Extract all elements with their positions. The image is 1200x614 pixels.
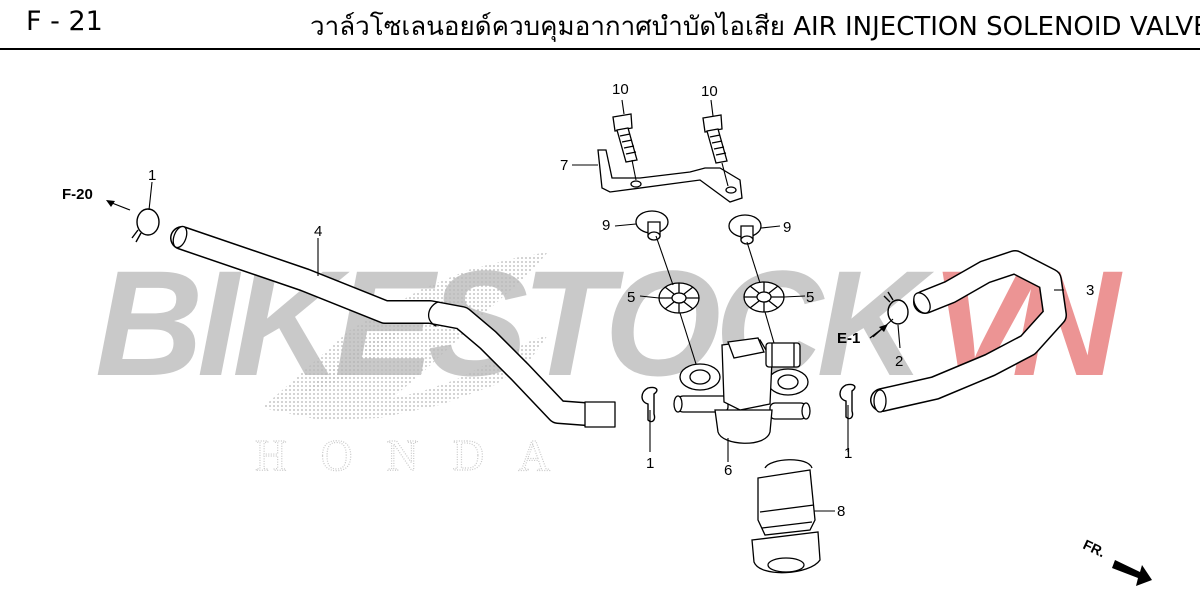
leader-lines (148, 99, 1064, 512)
page-header: F - 21 วาล์วโซเลนอยด์ควบคุมอากาศบำบัดไอเ… (0, 0, 1200, 50)
grommet-5-right (743, 281, 785, 313)
clip-1-middle (641, 386, 658, 423)
callout-5-right: 5 (806, 289, 814, 306)
callout-1-middle: 1 (646, 455, 654, 472)
callout-4: 4 (314, 223, 322, 240)
callout-9-left: 9 (602, 217, 610, 234)
front-label: FR. (1081, 536, 1108, 560)
arrow-e1-icon (869, 324, 888, 339)
valve-cap-8 (751, 459, 821, 574)
callout-1-top-left: 1 (148, 167, 156, 184)
arrow-f20-icon (106, 200, 131, 211)
ref-label-f20: F-20 (62, 186, 93, 203)
page-title: วาล์วโซเลนอยด์ควบคุมอากาศบำบัดไอเสีย AIR… (310, 12, 1200, 42)
front-direction-arrow-icon (1112, 560, 1152, 586)
honda-logo-text: HONDA (255, 431, 550, 480)
callout-10-left: 10 (612, 81, 629, 98)
honda-wing-logo (262, 252, 548, 420)
callout-6: 6 (724, 462, 732, 479)
bolt-10-right (702, 114, 728, 164)
hose-clip-1-left (131, 208, 160, 243)
ref-label-e1: E-1 (837, 330, 860, 347)
collar-9-right (728, 214, 762, 245)
solenoid-valve-6 (673, 337, 811, 444)
bolt-10-left (612, 113, 638, 163)
callout-7: 7 (560, 157, 568, 174)
callout-9-right: 9 (783, 219, 791, 236)
collar-9-left (635, 210, 669, 241)
hose-3 (870, 250, 1067, 413)
callout-1-right: 1 (844, 445, 852, 462)
grommet-5-left (658, 282, 700, 314)
callout-5-left: 5 (627, 289, 635, 306)
callout-2: 2 (895, 353, 903, 370)
callout-3: 3 (1086, 282, 1094, 299)
callout-10-right: 10 (701, 83, 718, 100)
callout-8: 8 (837, 503, 845, 520)
hose-clip-2 (883, 291, 909, 325)
clip-1-right (839, 383, 856, 420)
bracket-7 (597, 149, 743, 203)
parts-diagram: HONDA BIKESTOCK VN (62, 81, 1152, 586)
page-code: F - 21 (26, 6, 103, 37)
hose-4 (170, 225, 616, 428)
